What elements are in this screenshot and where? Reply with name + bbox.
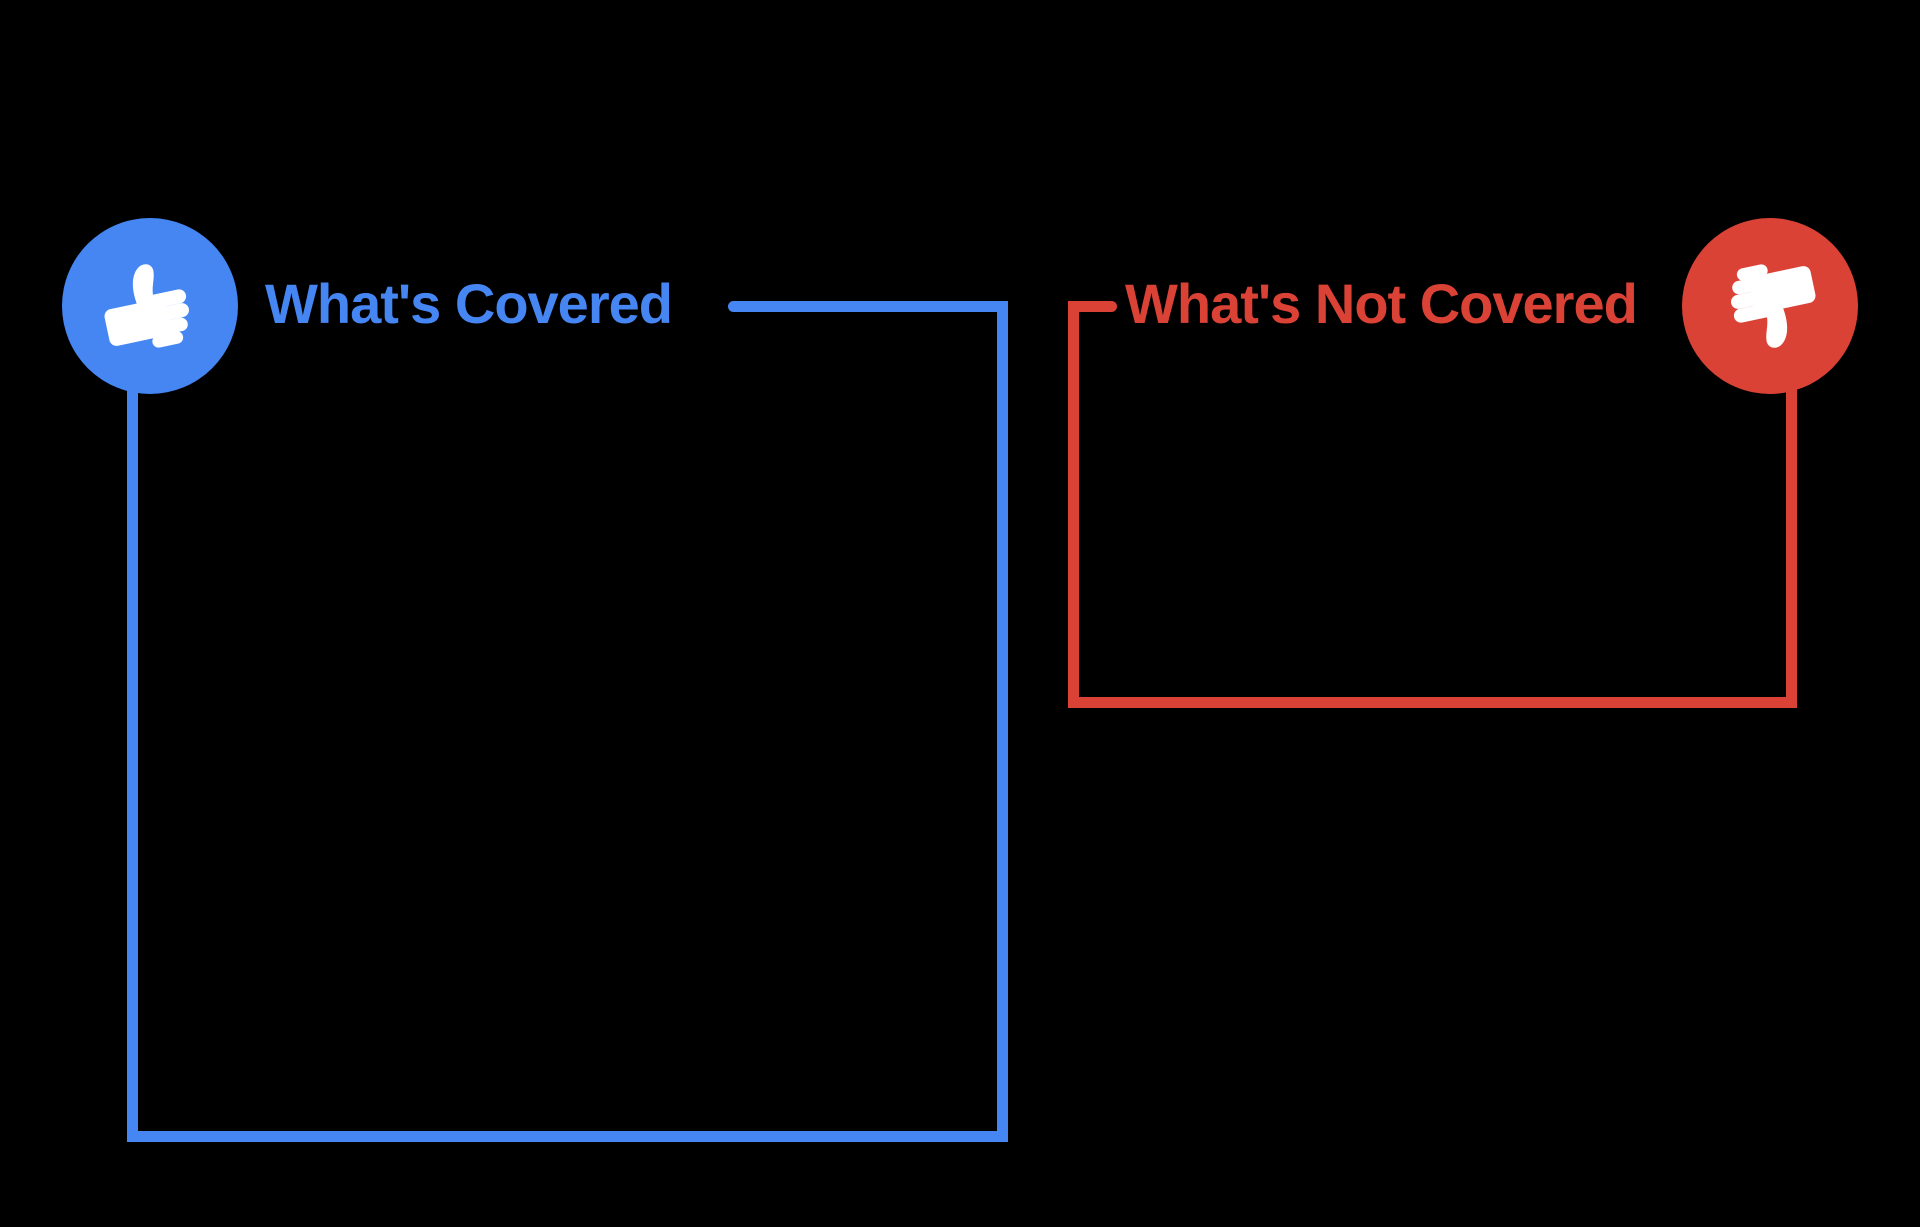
thumbs-down-icon [1718, 254, 1822, 358]
thumbs-up-icon [98, 254, 202, 358]
not-covered-title: What's Not Covered [1125, 271, 1638, 335]
covered-connector-line [728, 301, 1008, 312]
thumbs-down-badge [1682, 218, 1858, 394]
covered-title: What's Covered [265, 271, 673, 335]
not-covered-box [1068, 301, 1797, 708]
not-covered-connector-line [1068, 301, 1117, 312]
thumbs-up-badge [62, 218, 238, 394]
covered-box [127, 301, 1008, 1142]
